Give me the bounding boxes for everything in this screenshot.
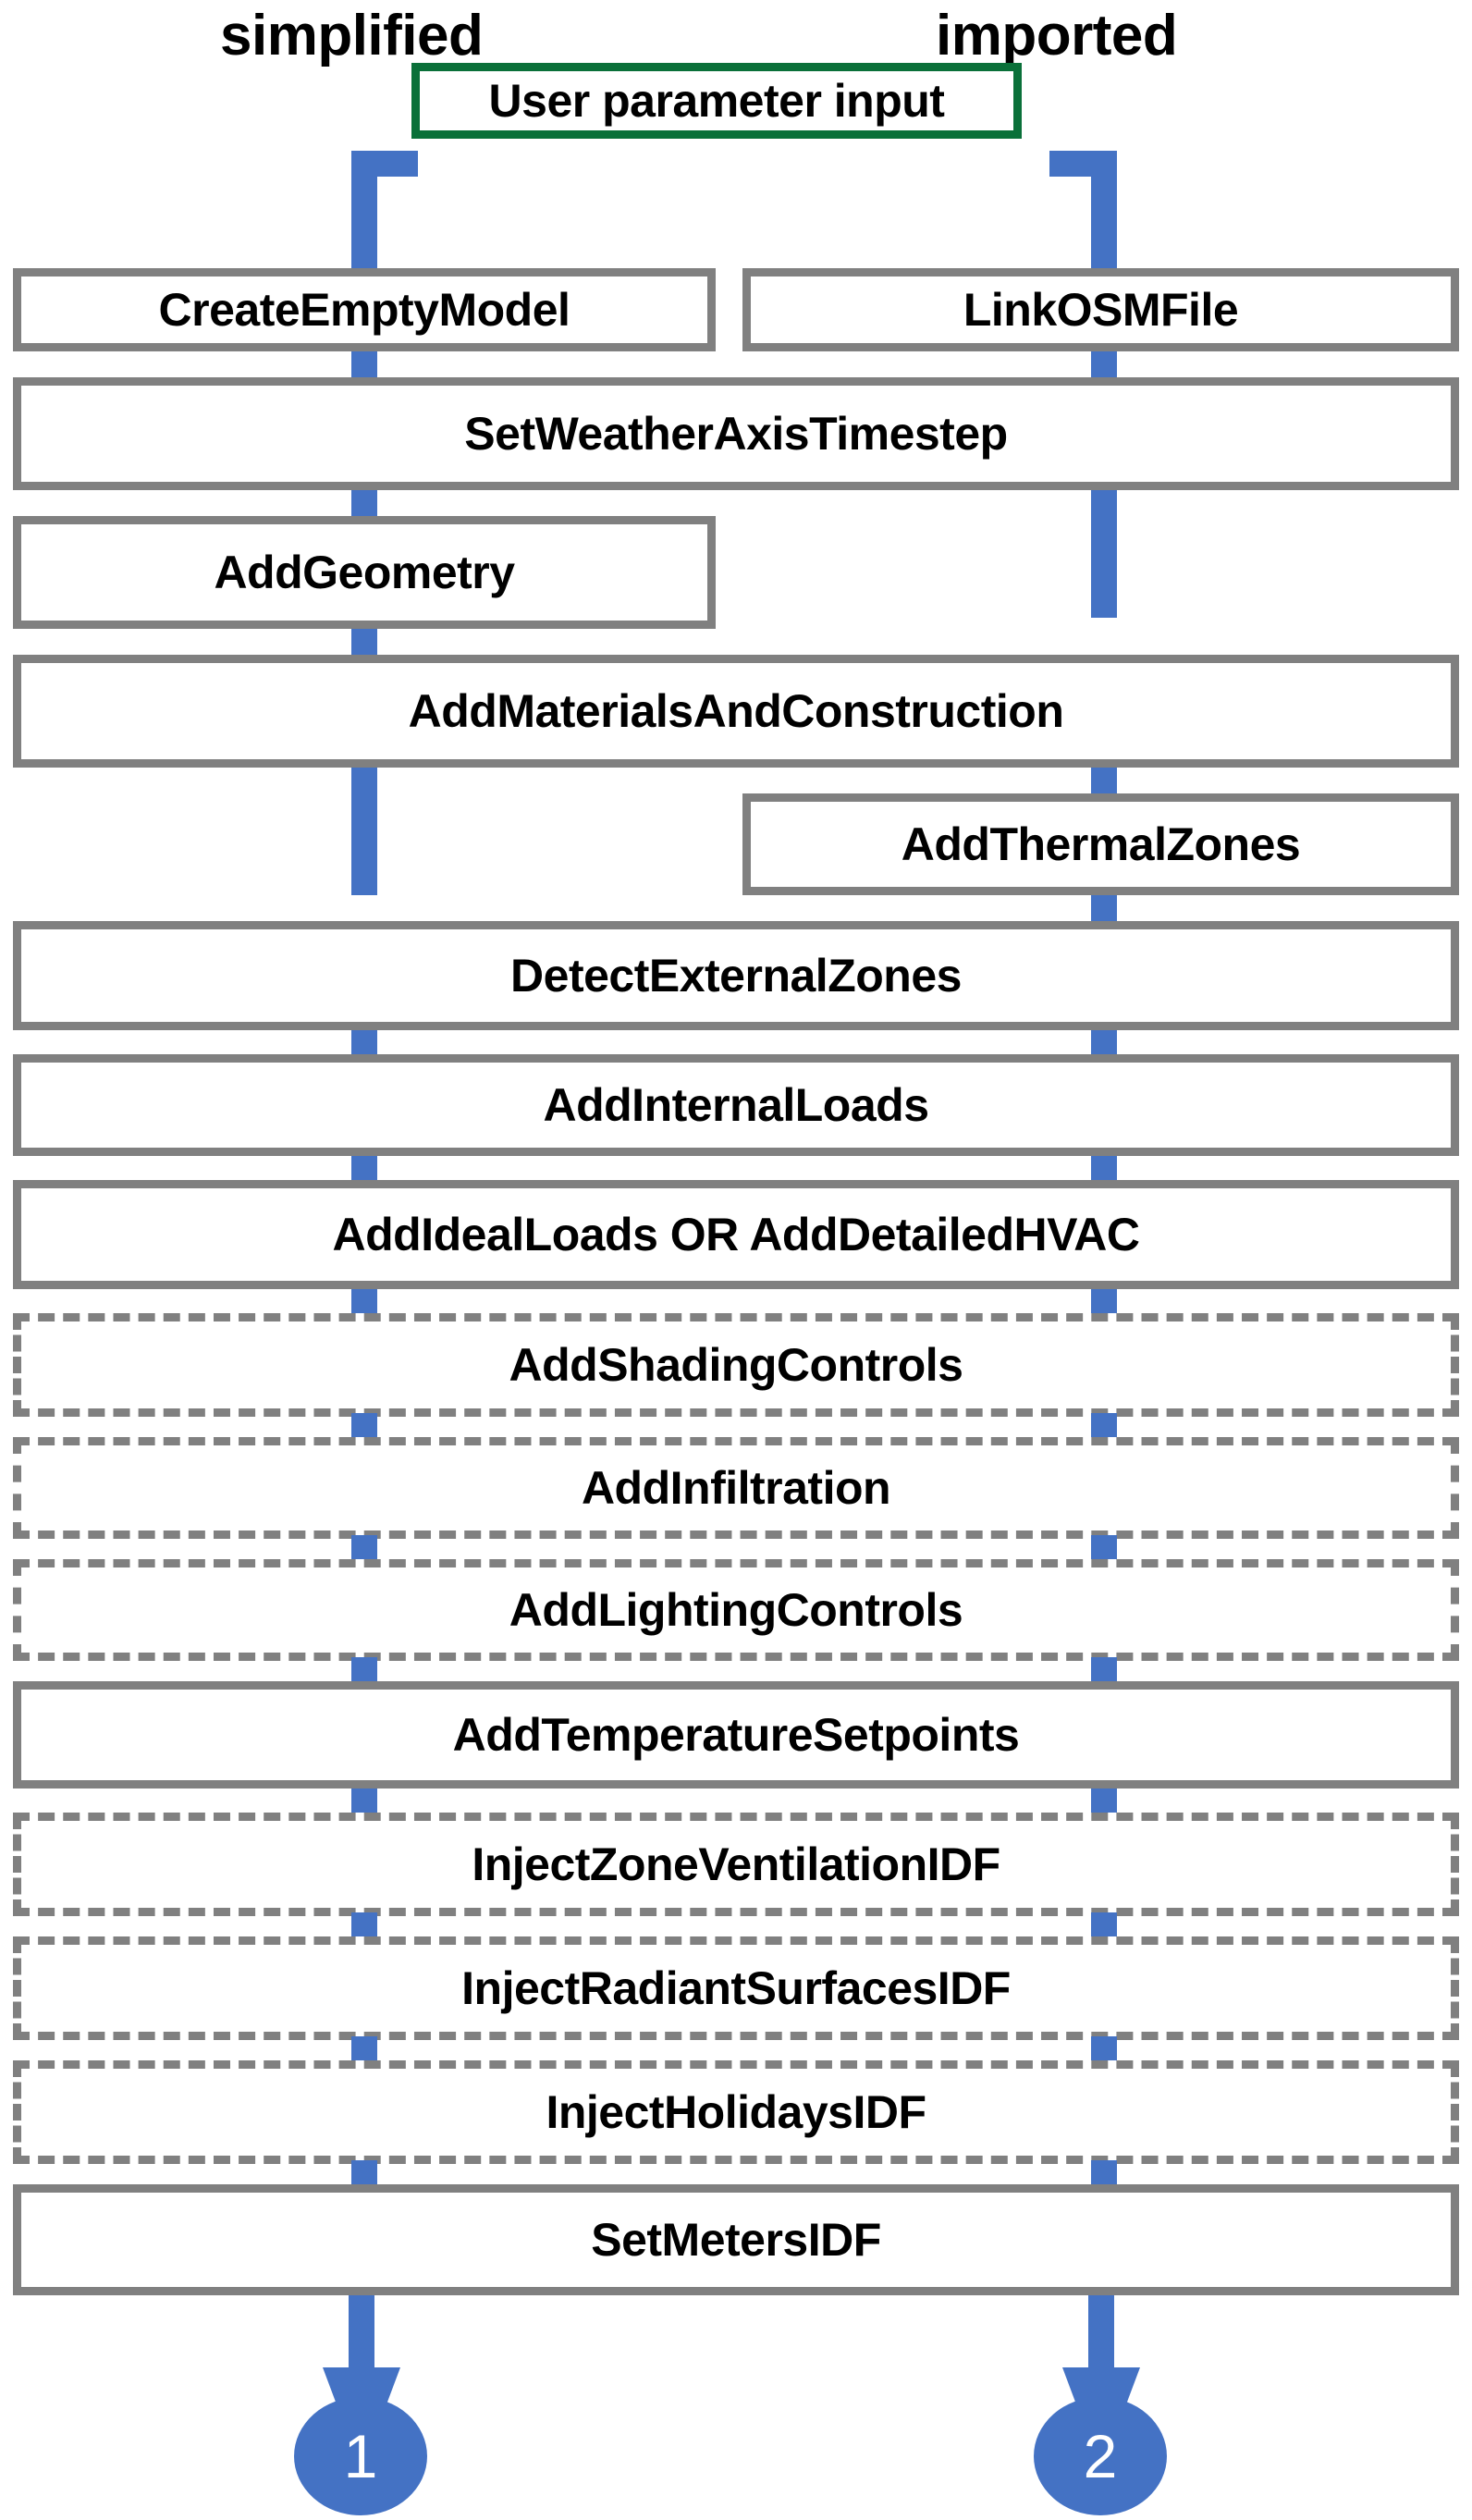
node-user-parameter-input[interactable]: User parameter input — [411, 63, 1022, 139]
terminator-circle-2[interactable]: 2 — [1034, 2397, 1167, 2515]
connector-right-13 — [1091, 1912, 1117, 1936]
connector-right-11 — [1091, 1657, 1117, 1681]
node-label: User parameter input — [488, 75, 945, 127]
connector-left-10 — [351, 1535, 377, 1559]
node-label: AddMaterialsAndConstruction — [408, 685, 1064, 737]
node-label: SetWeatherAxisTimestep — [464, 408, 1008, 460]
connector-left-7 — [351, 1156, 377, 1180]
node-label: InjectZoneVentilationIDF — [472, 1838, 1000, 1890]
node-label: AddTemperatureSetpoints — [452, 1709, 1020, 1761]
connector-right-6 — [1091, 1030, 1117, 1054]
node-add-infiltration[interactable]: AddInfiltration — [13, 1437, 1459, 1539]
node-set-meters-idf[interactable]: SetMetersIDF — [13, 2184, 1459, 2295]
terminator-label: 1 — [343, 2422, 378, 2490]
node-add-materials-and-construction[interactable]: AddMaterialsAndConstruction — [13, 655, 1459, 768]
connector-left-9 — [351, 1413, 377, 1437]
output-arrow-shaft-left — [349, 2295, 374, 2371]
connector-right-12 — [1091, 1789, 1117, 1813]
node-create-empty-model[interactable]: CreateEmptyModel — [13, 268, 716, 351]
connector-left-12 — [351, 1789, 377, 1813]
connector-left-1 — [351, 351, 377, 377]
node-link-osm-file[interactable]: LinkOSMFile — [742, 268, 1459, 351]
connector-right-15 — [1091, 2160, 1117, 2184]
node-label: AddLightingControls — [509, 1584, 963, 1636]
connector-right-14 — [1091, 2036, 1117, 2060]
node-label: AddThermalZones — [901, 818, 1301, 870]
node-add-internal-loads[interactable]: AddInternalLoads — [13, 1054, 1459, 1156]
node-label: AddGeometry — [214, 547, 515, 598]
output-arrow-shaft-right — [1088, 2295, 1114, 2371]
connector-left-bypass-add-thermal-zones — [351, 768, 377, 895]
connector-right-7 — [1091, 1156, 1117, 1180]
connector-left-11 — [351, 1657, 377, 1681]
connector-right-10 — [1091, 1535, 1117, 1559]
connector-left-3 — [351, 629, 377, 655]
column-header-imported: imported — [936, 4, 1178, 68]
column-header-simplified: simplified — [220, 4, 484, 68]
connector-left-6 — [351, 1030, 377, 1054]
node-inject-radiant-surfaces-idf[interactable]: InjectRadiantSurfacesIDF — [13, 1936, 1459, 2040]
connector-right-8 — [1091, 1289, 1117, 1313]
node-add-temperature-setpoints[interactable]: AddTemperatureSetpoints — [13, 1681, 1459, 1789]
terminator-label: 2 — [1083, 2422, 1118, 2490]
node-label: AddInternalLoads — [543, 1079, 929, 1131]
connector-right-1 — [1091, 351, 1117, 377]
node-add-lighting-controls[interactable]: AddLightingControls — [13, 1559, 1459, 1661]
connector-left-13 — [351, 1912, 377, 1936]
node-add-shading-controls[interactable]: AddShadingControls — [13, 1313, 1459, 1417]
connector-left-trunk-vertical — [351, 151, 377, 271]
connector-right-5 — [1091, 895, 1117, 921]
connector-right-trunk-vertical — [1091, 151, 1117, 271]
connector-right-4 — [1091, 768, 1117, 793]
node-add-geometry[interactable]: AddGeometry — [13, 516, 716, 629]
connector-left-15 — [351, 2160, 377, 2184]
node-label: AddShadingControls — [509, 1339, 963, 1391]
node-label: LinkOSMFile — [963, 284, 1239, 336]
node-add-ideal-loads-or-add-detailed-hvac[interactable]: AddIdealLoads OR AddDetailedHVAC — [13, 1180, 1459, 1289]
node-label: CreateEmptyModel — [158, 284, 570, 336]
node-label: AddInfiltration — [581, 1462, 891, 1514]
node-inject-zone-ventilation-idf[interactable]: InjectZoneVentilationIDF — [13, 1813, 1459, 1916]
node-set-weather-axis-timestep[interactable]: SetWeatherAxisTimestep — [13, 377, 1459, 490]
node-label: DetectExternalZones — [510, 950, 962, 1002]
node-label: SetMetersIDF — [591, 2214, 881, 2266]
connector-left-14 — [351, 2036, 377, 2060]
connector-left-8 — [351, 1289, 377, 1313]
node-label: InjectRadiantSurfacesIDF — [461, 1962, 1011, 2014]
connector-right-bypass-add-geometry — [1091, 490, 1117, 618]
node-add-thermal-zones[interactable]: AddThermalZones — [742, 793, 1459, 895]
node-label: AddIdealLoads OR AddDetailedHVAC — [332, 1209, 1140, 1260]
node-detect-external-zones[interactable]: DetectExternalZones — [13, 921, 1459, 1030]
node-inject-holidays-idf[interactable]: InjectHolidaysIDF — [13, 2060, 1459, 2164]
terminator-circle-1[interactable]: 1 — [294, 2397, 427, 2515]
connector-left-2 — [351, 490, 377, 516]
connector-right-9 — [1091, 1413, 1117, 1437]
node-label: InjectHolidaysIDF — [546, 2086, 926, 2138]
